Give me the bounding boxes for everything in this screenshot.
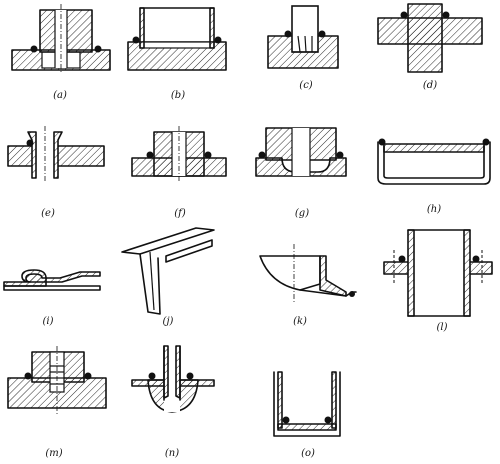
panel-c [267, 5, 339, 69]
braze-bead [204, 151, 212, 159]
panel-j [121, 227, 215, 315]
cup-outer [273, 371, 341, 437]
panel-i [3, 269, 101, 291]
braze-bead [94, 45, 102, 53]
label-k: (k) [293, 316, 307, 327]
cup [259, 255, 321, 291]
braze-bead [284, 30, 292, 38]
braze-bead [349, 291, 355, 297]
label-h: (h) [427, 204, 441, 215]
label-l: (l) [436, 322, 447, 333]
braze-bead [442, 11, 450, 19]
label-g: (g) [295, 208, 309, 219]
liner-wall [277, 371, 283, 429]
panel-b [127, 7, 227, 71]
panel-h [377, 138, 491, 185]
label-o: (o) [301, 448, 315, 459]
label-b: (b) [171, 90, 185, 101]
tube-wall [139, 7, 145, 49]
panel-a [11, 4, 111, 74]
braze-bead [148, 372, 156, 380]
label-n: (n) [165, 448, 179, 459]
top-sheet [121, 227, 215, 255]
base-strip [3, 285, 101, 291]
braze-bead [84, 372, 92, 380]
label-e: (e) [41, 208, 55, 219]
panel-m [7, 346, 107, 414]
braze-bead [398, 255, 406, 263]
pin [407, 3, 443, 73]
panel-l [383, 229, 493, 317]
braze-bead [30, 45, 38, 53]
eyelet-wall [53, 131, 63, 179]
lower-flange [165, 239, 213, 263]
braze-bead [336, 151, 344, 159]
end-cap [383, 143, 485, 153]
tube-wall [407, 229, 415, 317]
braze-bead [472, 255, 480, 263]
label-j: (j) [163, 316, 174, 327]
panel-n [131, 345, 215, 413]
label-c: (c) [299, 80, 313, 91]
braze-bead [318, 30, 326, 38]
tube-wall [463, 229, 471, 317]
liner-base [277, 423, 337, 431]
tube-body [377, 141, 491, 185]
panel-d [377, 3, 483, 73]
braze-bead [282, 416, 290, 424]
upper-sheet [25, 271, 101, 283]
braze-bead [258, 151, 266, 159]
braze-bead [24, 372, 32, 380]
panel-k [259, 244, 357, 304]
panel-e [7, 126, 105, 182]
panel-o [273, 371, 341, 437]
braze-bead [400, 11, 408, 19]
wall-section [319, 255, 347, 297]
panel-f [131, 126, 227, 182]
tube-inner [383, 145, 485, 179]
upright-sheet [139, 253, 161, 315]
braze-bead [146, 151, 154, 159]
braze-bead [26, 139, 34, 147]
tube-wall [209, 7, 215, 49]
label-d: (d) [423, 80, 437, 91]
braze-bead [324, 416, 332, 424]
liner-wall [331, 371, 337, 429]
panel-g [255, 127, 347, 177]
braze-bead [378, 138, 386, 146]
label-f: (f) [174, 208, 186, 219]
label-a: (a) [53, 90, 67, 101]
braze-bead [214, 36, 222, 44]
label-i: (i) [42, 316, 53, 327]
braze-bead [132, 36, 140, 44]
label-m: (m) [45, 448, 62, 459]
braze-bead [186, 372, 194, 380]
eyelet-wall [27, 131, 37, 179]
braze-bead [482, 138, 490, 146]
